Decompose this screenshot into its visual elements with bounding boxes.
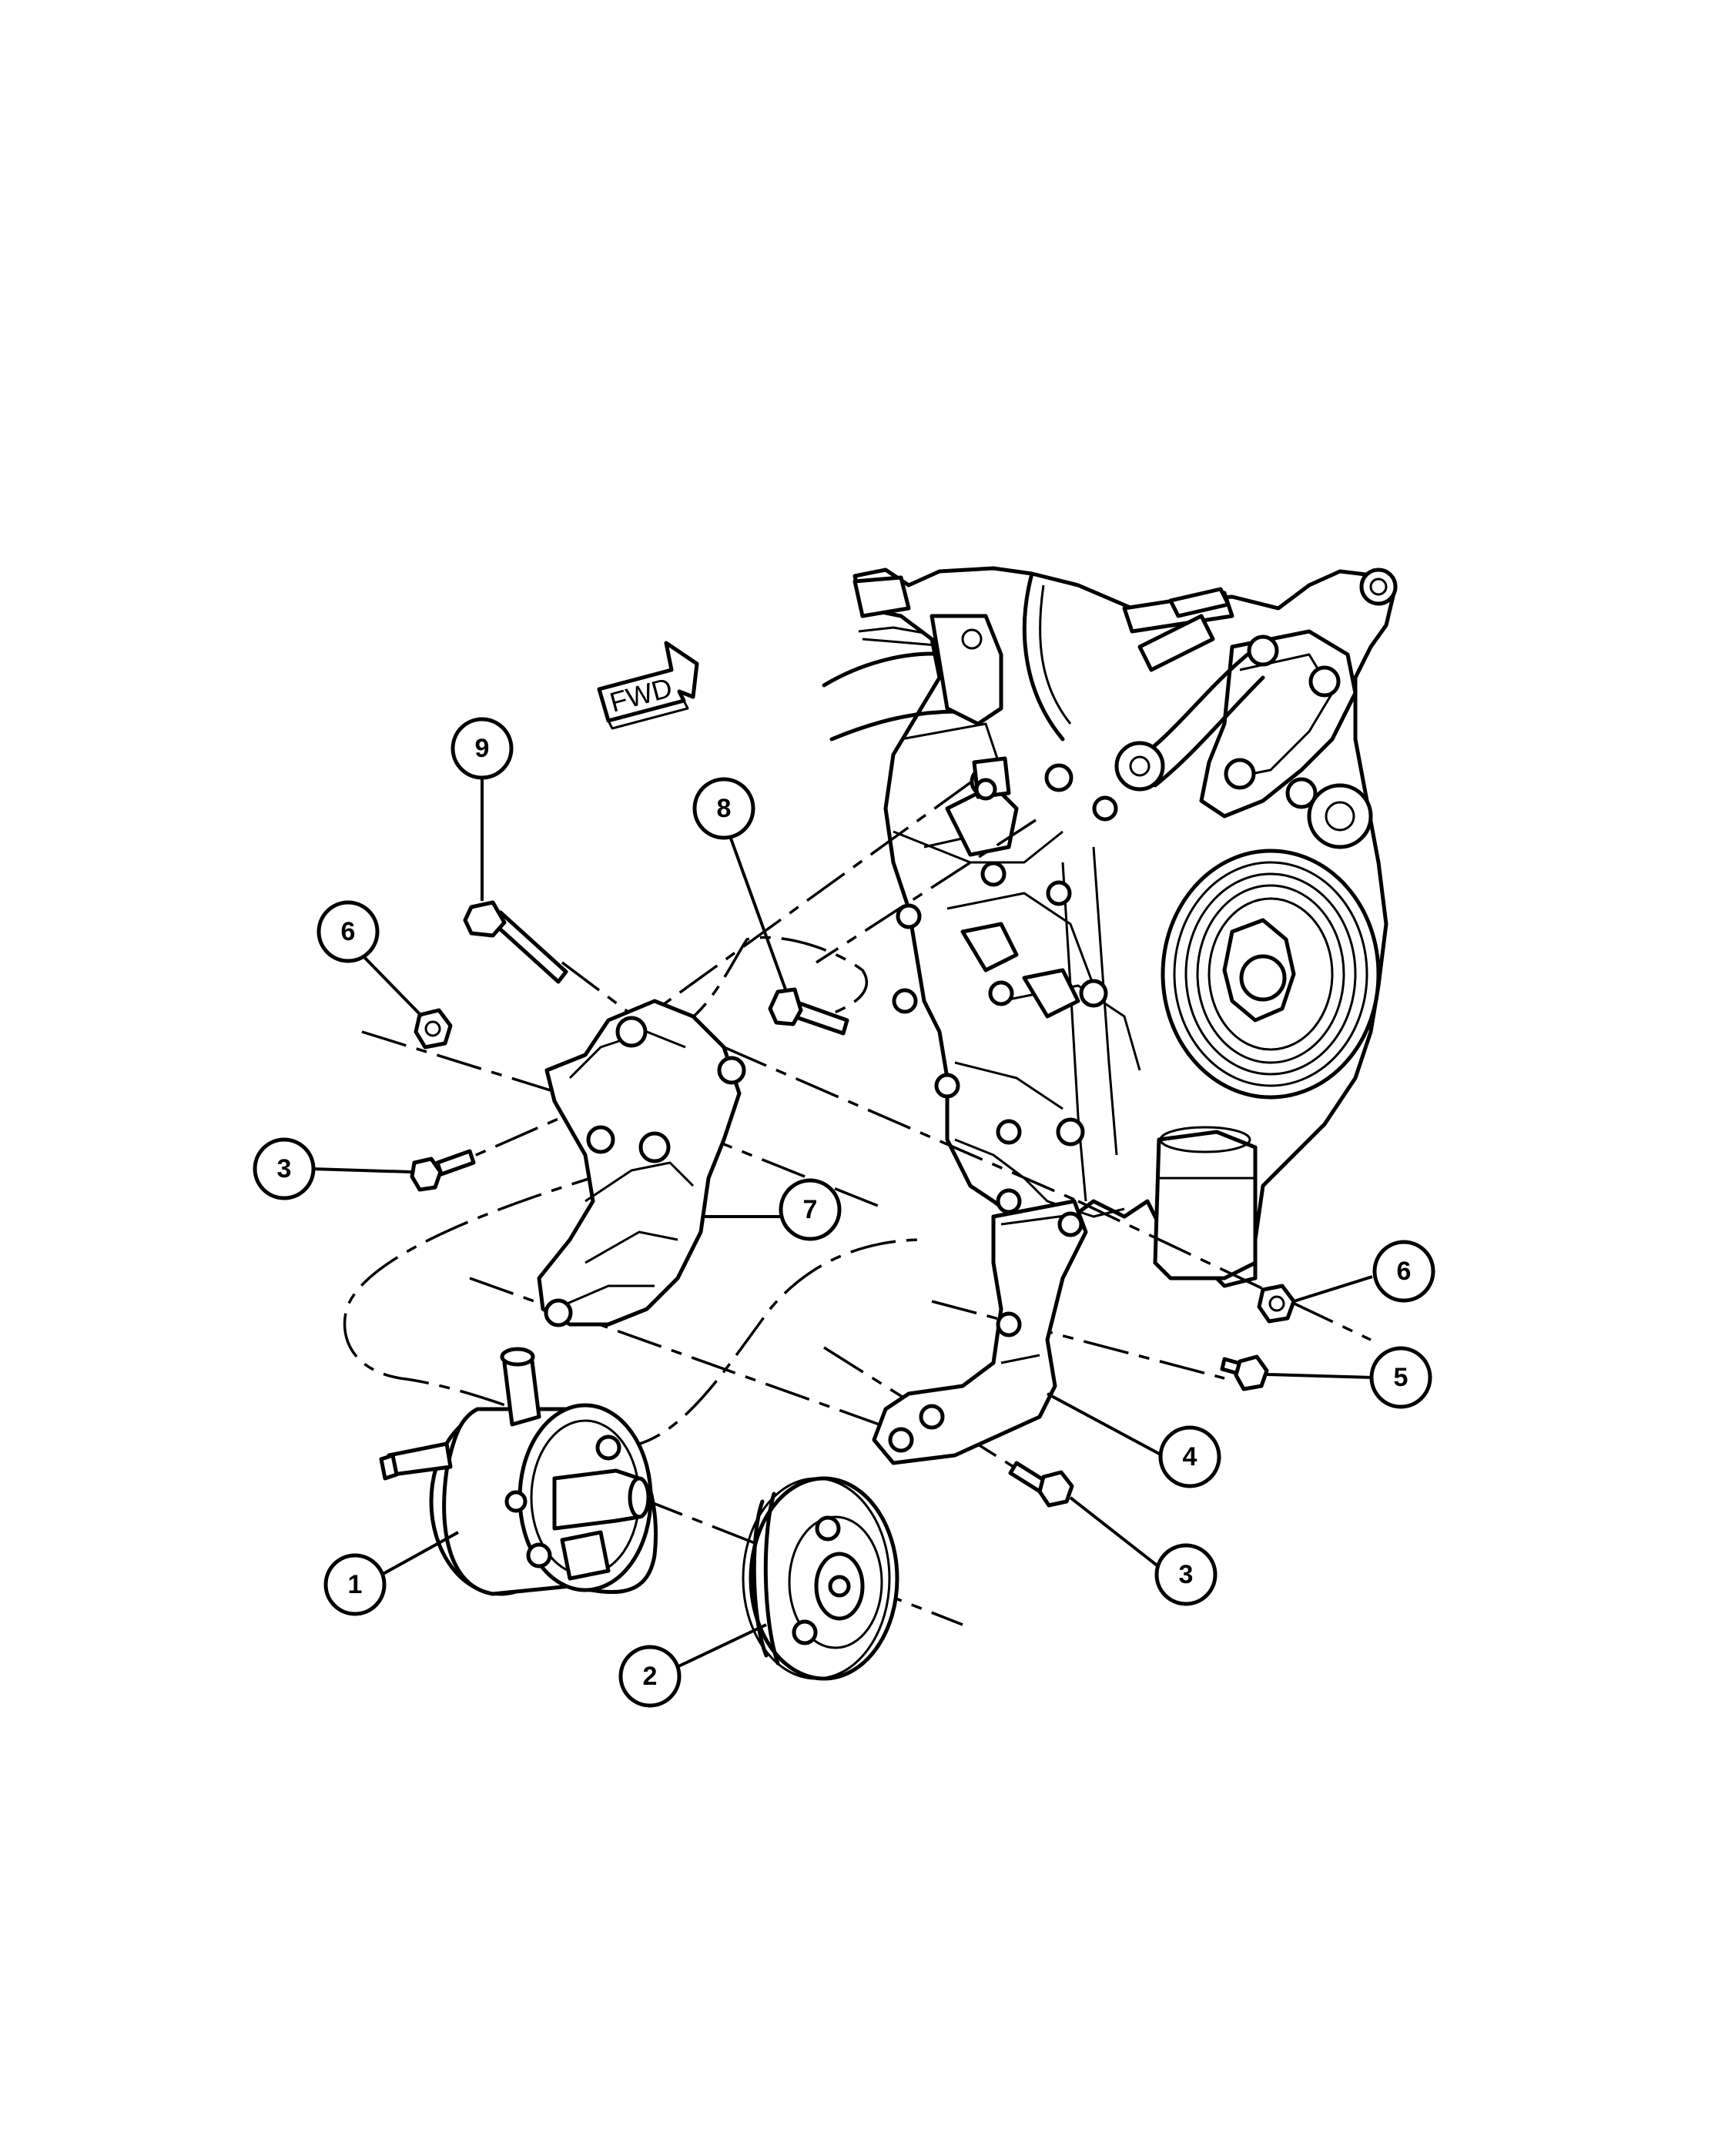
- callout-6-left: 6: [317, 900, 380, 963]
- svg-text:6: 6: [341, 917, 356, 946]
- leader-lines: [311, 778, 1374, 1669]
- stud-8: [768, 987, 849, 1036]
- bolt-3-left: [410, 1149, 476, 1192]
- callout-4: 4: [1158, 1425, 1221, 1488]
- bolt-9: [463, 900, 568, 984]
- callout-6-right: 6: [1372, 1240, 1435, 1303]
- svg-text:4: 4: [1183, 1442, 1197, 1471]
- svg-text:2: 2: [643, 1662, 658, 1691]
- callout-2: 2: [618, 1645, 682, 1708]
- bolt-5: [1220, 1354, 1269, 1391]
- svg-text:8: 8: [717, 794, 732, 823]
- callout-3-left: 3: [253, 1137, 316, 1200]
- callout-9: 9: [451, 717, 514, 780]
- svg-text:3: 3: [1179, 1560, 1194, 1589]
- svg-text:7: 7: [803, 1195, 818, 1224]
- callout-5: 5: [1369, 1346, 1432, 1409]
- nut-6-left: [414, 1008, 453, 1050]
- lower-bracket: [872, 1199, 1088, 1465]
- svg-text:5: 5: [1394, 1363, 1408, 1392]
- svg-text:6: 6: [1397, 1257, 1412, 1286]
- callout-8: 8: [692, 777, 755, 840]
- svg-text:1: 1: [348, 1570, 363, 1599]
- svg-text:3: 3: [277, 1154, 292, 1183]
- nut-6-right: [1257, 1284, 1296, 1324]
- callout-7: 7: [779, 1178, 842, 1241]
- power-steering-pump: [379, 1347, 658, 1596]
- pump-pulley: [742, 1476, 899, 1681]
- fasteners: [410, 900, 1296, 1508]
- pump-bracket: [537, 999, 746, 1327]
- callout-3-right: 3: [1154, 1543, 1218, 1606]
- engine-block: [822, 566, 1398, 1288]
- bolt-3-right: [1008, 1461, 1074, 1508]
- svg-text:9: 9: [475, 734, 490, 763]
- fwd-arrow: FWD: [597, 641, 699, 730]
- callout-1: 1: [323, 1553, 387, 1616]
